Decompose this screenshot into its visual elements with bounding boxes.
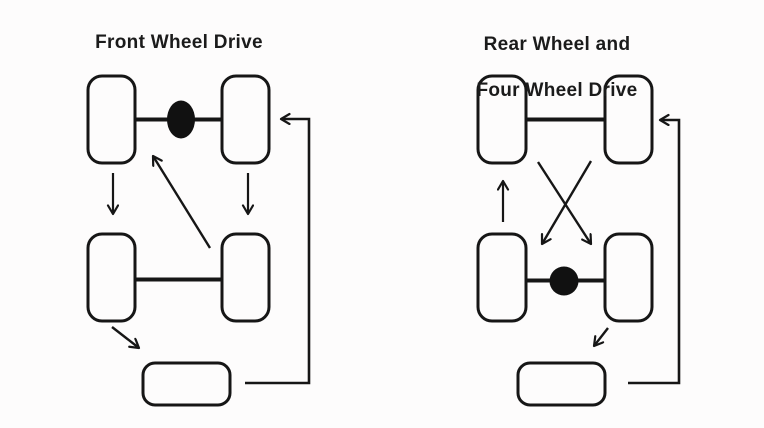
fwd-spare-tire-icon: [141, 361, 232, 407]
rwd-rear-left-wheel-icon: [476, 232, 528, 323]
rwd-differential-icon: [549, 266, 579, 296]
front-wheel-drive-panel: [86, 74, 311, 407]
rear-four-wheel-drive-panel: [476, 74, 681, 407]
front-wheel-drive-title: Front Wheel Drive: [95, 32, 263, 53]
fwd-rear-left-wheel-icon: [86, 232, 137, 323]
rwd-front-right-wheel-icon: [603, 74, 654, 165]
rwd-front-left-wheel-icon: [476, 74, 528, 165]
fwd-front-right-wheel-icon: [220, 74, 271, 165]
fwd-differential-icon: [167, 100, 195, 139]
rwd-rear-right-wheel-icon: [603, 232, 654, 323]
fwd-arrow-rear-left-to-spare: [111, 326, 139, 348]
rwd-arrow-front-left-to-rear-right: [536, 161, 591, 244]
rwd-arrow-spare-to-front-right: [628, 120, 681, 385]
fwd-rear-right-wheel-icon: [220, 232, 271, 323]
rwd-arrow-front-right-to-rear-left: [542, 160, 593, 244]
fwd-arrow-rear-right-to-front-left: [153, 156, 212, 249]
fwd-arrow-spare-to-front-right: [245, 119, 311, 385]
rwd-spare-tire-icon: [516, 361, 607, 407]
rwd-arrow-rear-right-to-spare: [594, 327, 609, 346]
fwd-front-left-wheel-icon: [86, 74, 137, 165]
rear-four-wheel-drive-title-line2: Four Wheel Drive: [476, 80, 638, 101]
rear-four-wheel-drive-title: Rear Wheel and Four Wheel Drive: [437, 10, 677, 102]
rear-four-wheel-drive-title-line1: Rear Wheel and: [483, 34, 631, 55]
